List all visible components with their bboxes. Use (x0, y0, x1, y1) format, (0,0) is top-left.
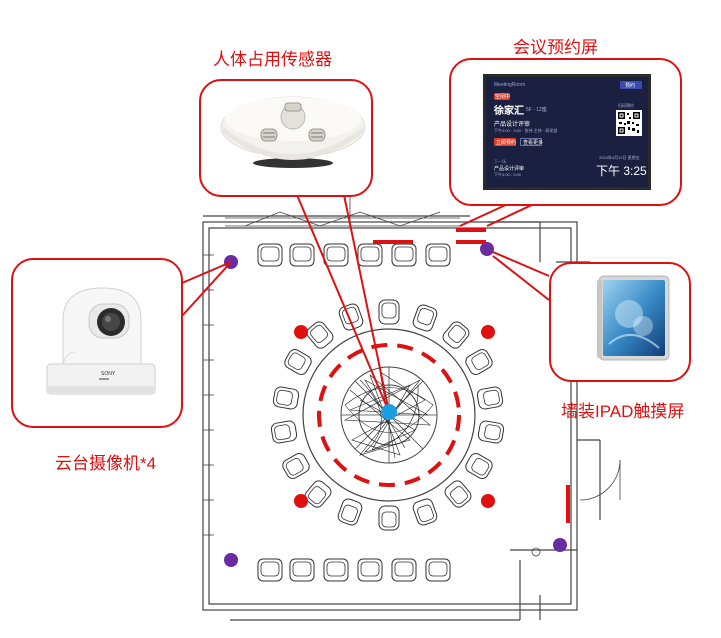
next-topic: 产品设计评审 (494, 166, 525, 172)
chairs-bottom-row (257, 558, 451, 582)
meeting-topic: 产品设计评审 (494, 122, 531, 128)
book-now-button[interactable]: 立即预约 (494, 138, 517, 146)
next-label: 下一场 (494, 159, 506, 164)
booking-screen: MeetingRoom 预约 空闲中 徐家汇 5F · 12座 产品设计评审 下… (483, 74, 651, 190)
sensor-callout (199, 79, 373, 197)
booking-top-button[interactable]: 预约 (620, 81, 642, 89)
ipad-icon (597, 275, 670, 361)
camera-label: 云台摄像机*4 (55, 454, 157, 473)
ipad-callout (549, 262, 691, 382)
meeting-info: 下午2:00 - 3:00 · 张伟 主持 · 研发部 (494, 128, 558, 133)
status-badge: 空闲中 (494, 93, 511, 100)
camera-markers (294, 325, 495, 508)
room-name: 徐家汇 (494, 106, 524, 117)
callout-connectors (181, 202, 550, 317)
camera-callout: SONY (11, 258, 183, 428)
svg-text:SONY: SONY (101, 371, 116, 377)
booking-date: 2024年4月12日 星期五 (599, 155, 640, 160)
ipad-label: 墙装IPAD触摸屏 (561, 402, 685, 421)
round-table (302, 328, 476, 502)
qr-code-icon (616, 110, 642, 136)
room-sub: 5F · 12座 (526, 107, 547, 113)
table-centerpiece (343, 371, 434, 459)
sensor-label: 人体占用传感器 (213, 50, 332, 69)
sensor-dot (381, 404, 397, 420)
booking-time: 下午 3:25 (596, 164, 647, 178)
qr-caption: 扫码预约 (618, 103, 634, 108)
booking-callout: MeetingRoom 预约 空闲中 徐家汇 5F · 12座 产品设计评审 下… (449, 58, 682, 206)
booking-brand: MeetingRoom (494, 82, 526, 88)
ptz-camera-icon: SONY (46, 287, 156, 395)
walls (202, 215, 601, 621)
top-windows (225, 196, 460, 228)
door (531, 459, 621, 557)
occupancy-sensor-icon (220, 96, 366, 168)
next-info: 下午4:00 - 5:00 (494, 172, 522, 177)
left-wall-ticks (203, 254, 214, 536)
sensor-pointer-lines (296, 194, 390, 413)
wall-bars (373, 228, 570, 523)
booking-label: 会议预约屏 (513, 38, 598, 57)
device-dots (224, 242, 567, 567)
view-more-button[interactable]: 查看更多 (520, 138, 543, 146)
